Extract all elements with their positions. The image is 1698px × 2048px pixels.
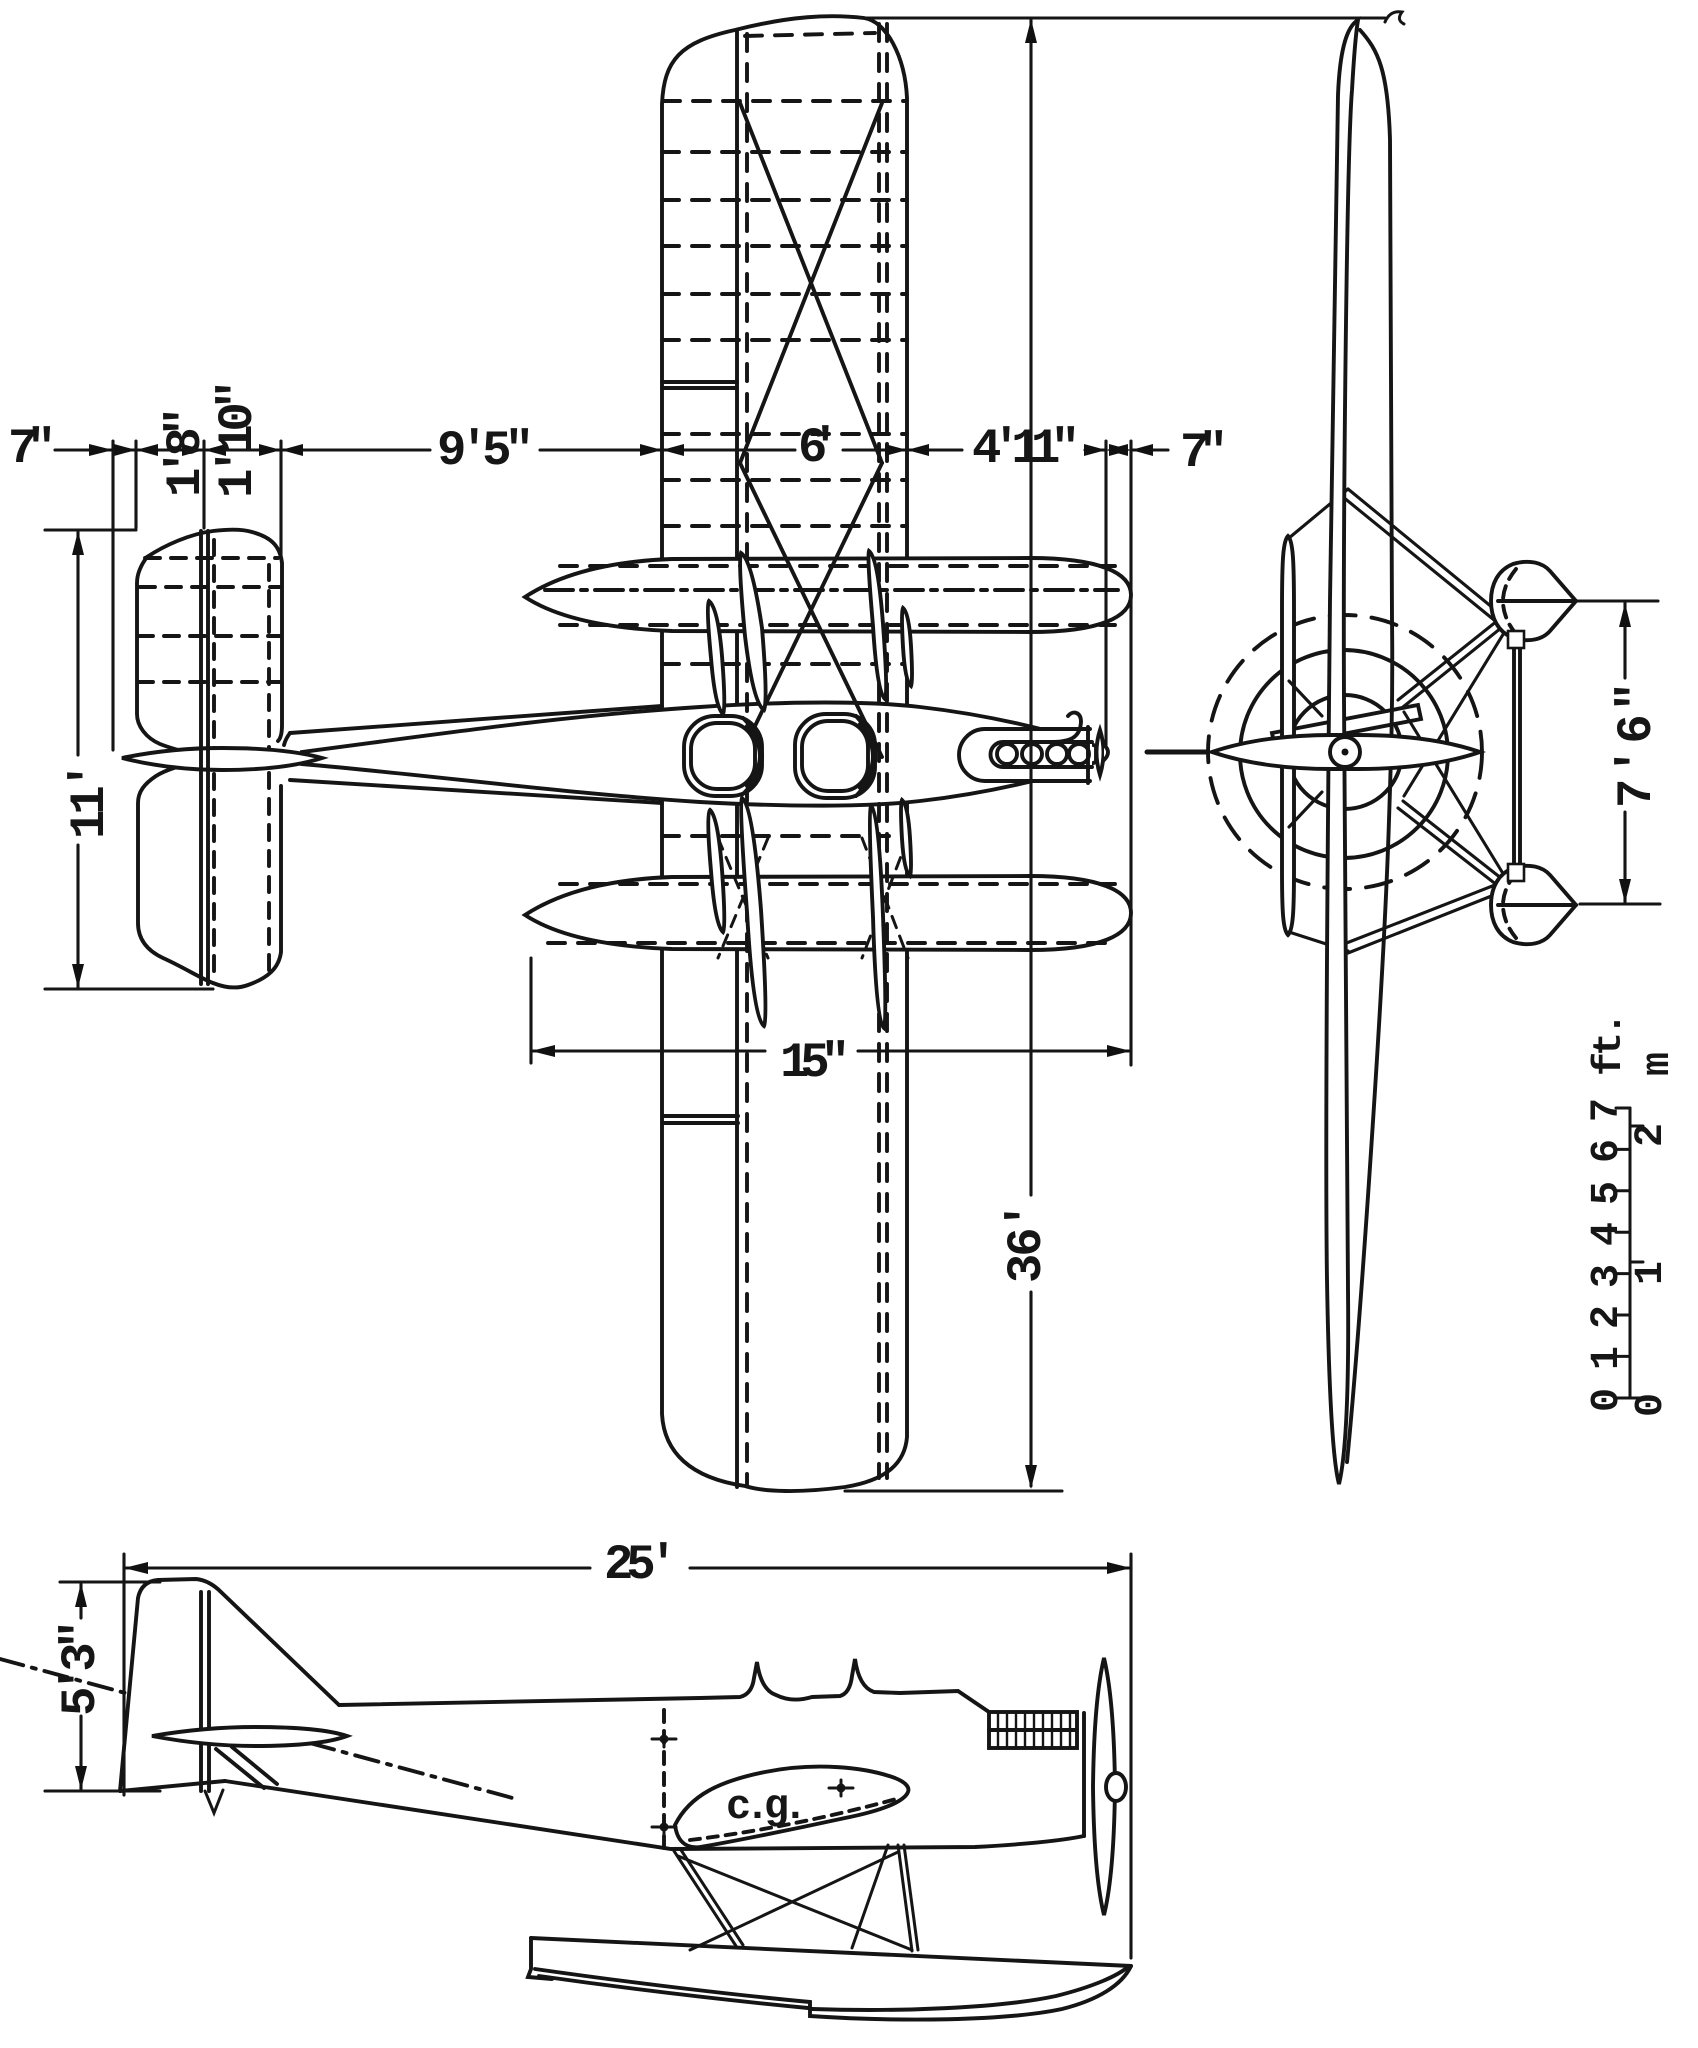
svg-text:5: 5	[1585, 1183, 1630, 1205]
svg-text:5'3": 5'3"	[53, 1622, 109, 1716]
svg-text:c.g.: c.g.	[726, 1783, 806, 1831]
svg-text:7": 7"	[1180, 425, 1226, 481]
svg-text:1: 1	[1629, 1262, 1674, 1285]
svg-text:11': 11'	[62, 763, 118, 839]
svg-text:6: 6	[1585, 1141, 1630, 1163]
svg-text:ft.: ft.	[1588, 1014, 1633, 1076]
svg-text:4'11": 4'11"	[972, 421, 1078, 477]
svg-text:6': 6'	[798, 420, 838, 476]
svg-text:1'10": 1'10"	[210, 382, 266, 498]
svg-text:9'5": 9'5"	[437, 423, 532, 479]
svg-text:m: m	[1636, 1053, 1681, 1076]
svg-text:4: 4	[1585, 1223, 1630, 1246]
svg-text:3: 3	[1585, 1266, 1630, 1288]
svg-text:15": 15"	[780, 1035, 848, 1091]
svg-text:36': 36'	[999, 1203, 1055, 1283]
svg-text:2: 2	[1629, 1125, 1674, 1147]
svg-text:1'8": 1'8"	[158, 409, 214, 497]
svg-text:1: 1	[1585, 1347, 1630, 1370]
svg-text:7: 7	[1585, 1100, 1630, 1122]
svg-text:7": 7"	[8, 421, 54, 477]
svg-text:0: 0	[1629, 1395, 1674, 1417]
svg-text:25': 25'	[604, 1537, 676, 1593]
svg-text:2: 2	[1585, 1307, 1630, 1329]
svg-text:0: 0	[1585, 1390, 1630, 1412]
